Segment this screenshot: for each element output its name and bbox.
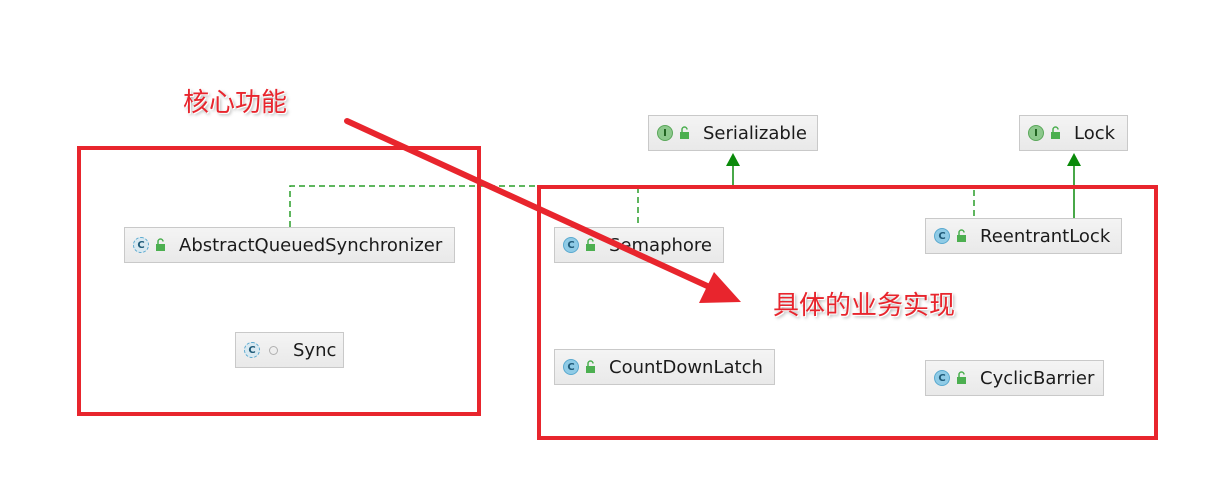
serializable-arrow-head [726, 153, 740, 166]
node-label: Lock [1074, 122, 1116, 144]
lock-arrow-head [1067, 153, 1081, 166]
unlock-icon [957, 229, 966, 242]
impl-highlight-box [537, 185, 1158, 440]
abstract-class-icon: C [244, 342, 260, 358]
class-icon: C [934, 228, 950, 244]
implements-arrows [726, 153, 1081, 218]
unlock-icon [957, 371, 966, 384]
node-count-down-latch[interactable]: C CountDownLatch [554, 349, 775, 385]
node-label: AbstractQueuedSynchronizer [179, 234, 443, 256]
node-label: ReentrantLock [980, 225, 1111, 247]
node-label: Sync [293, 339, 337, 361]
class-icon: C [563, 237, 579, 253]
node-sync[interactable]: C Sync [235, 332, 344, 368]
unlock-icon [586, 238, 595, 251]
core-highlight-box [77, 146, 481, 416]
node-serializable[interactable]: I Serializable [648, 115, 818, 151]
unlock-icon [586, 360, 595, 373]
node-label: CyclicBarrier [980, 367, 1095, 389]
class-icon: C [934, 370, 950, 386]
node-label: CountDownLatch [609, 356, 763, 378]
arrow-icon [344, 118, 741, 303]
interface-icon: I [657, 125, 673, 141]
class-icon: C [563, 359, 579, 375]
node-lock[interactable]: I Lock [1019, 115, 1128, 151]
node-label: Serializable [703, 122, 807, 144]
core-function-label: 核心功能 [183, 88, 288, 118]
business-impl-label: 具体的业务实现 [773, 291, 956, 321]
node-reentrant-lock[interactable]: C ReentrantLock [925, 218, 1122, 254]
abstract-class-icon: C [133, 237, 149, 253]
unlock-icon [680, 126, 689, 139]
visibility-dot-icon [269, 345, 278, 355]
node-cyclic-barrier[interactable]: C CyclicBarrier [925, 360, 1104, 396]
unlock-icon [1051, 126, 1060, 139]
interface-icon: I [1028, 125, 1044, 141]
unlock-icon [156, 238, 165, 251]
node-abstract-queued-synchronizer[interactable]: C AbstractQueuedSynchronizer [124, 227, 455, 263]
aqs-dependency-line [289, 185, 639, 227]
